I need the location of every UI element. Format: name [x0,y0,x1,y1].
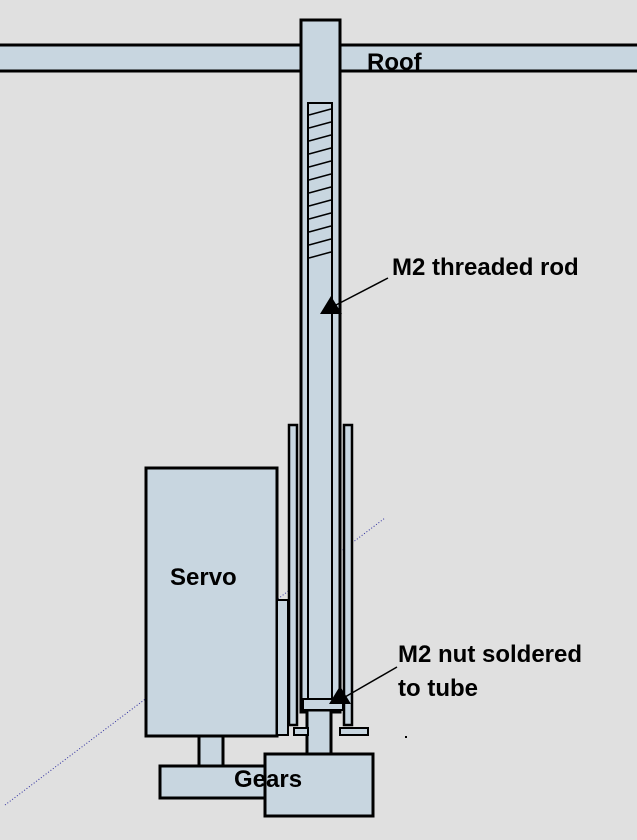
servo-label: Servo [170,564,237,591]
gear-large [263,752,375,818]
threaded-rod-arrowhead [320,296,342,314]
roof-right-section [338,43,637,73]
thread-line [308,134,332,142]
threaded-rod [307,102,333,711]
thread-line [308,108,332,116]
right-guide-tube [342,423,354,727]
left-foot [293,727,309,736]
thread-line [308,186,332,194]
m2-nut [302,698,344,711]
rod-threads [308,108,332,259]
nut-arrowhead [329,686,351,704]
thread-line [308,147,332,155]
right-foot [339,727,369,736]
threaded-rod-label: M2 threaded rod [392,254,579,281]
lower-tube-section [305,708,333,757]
nut-leader-line [344,666,398,698]
thread-line [308,212,332,220]
nut-label-line1: M2 nut soldered [398,641,582,668]
roof-label: Roof [367,49,423,76]
thread-line [308,160,332,168]
threaded-rod-leader-line [335,277,389,306]
servo-body [144,466,279,738]
thread-line [308,173,332,181]
servo-shaft [197,734,225,770]
nut-label-line2: to tube [398,675,478,702]
thread-line [308,121,332,129]
thread-line [308,238,332,246]
stray-dot [405,736,407,738]
thread-line [308,251,332,259]
servo-flange [276,599,289,736]
thread-line [308,225,332,233]
roof-left-section [0,43,307,73]
left-guide-tube [287,423,299,727]
thread-line [308,199,332,207]
gears-label: Gears [234,766,302,793]
